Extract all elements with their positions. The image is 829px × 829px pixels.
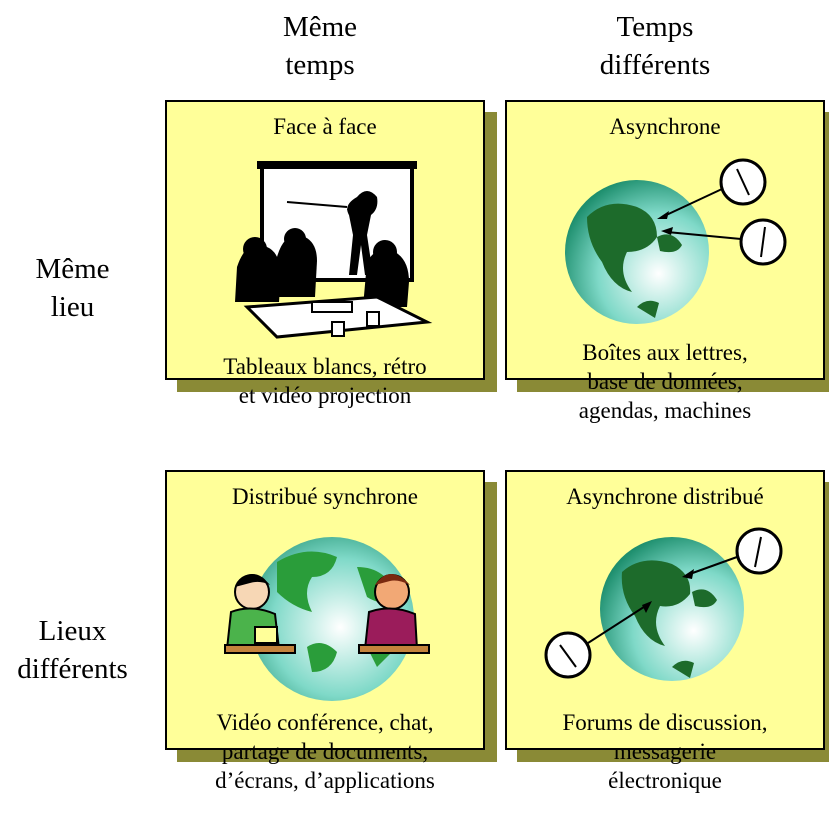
- column-header-line1: Même: [282, 11, 358, 43]
- description-line: partage de documents,: [221, 739, 429, 764]
- description-line: Vidéo conférence, chat,: [216, 710, 434, 735]
- column-header-line2: temps: [285, 49, 355, 81]
- description-line: Boîtes aux lettres,: [582, 340, 748, 365]
- description-line: messagerie: [613, 739, 717, 764]
- quadrant-title: Face à face: [273, 114, 377, 139]
- description-line: d’écrans, d’applications: [215, 768, 435, 793]
- quadrant-title: Asynchrone distribué: [566, 484, 764, 509]
- quadrant-title: Asynchrone: [609, 114, 721, 139]
- quadrant-distributed-synchronous: Distribué synchrone Vidéo conférence, ch…: [165, 470, 485, 793]
- row-header-line2: différents: [17, 653, 128, 685]
- description-line: Forums de discussion,: [562, 710, 768, 735]
- quadrant-description: Vidéo conférence, chat, partage de docum…: [167, 708, 483, 795]
- globe-with-clocks-illustration: [544, 527, 783, 681]
- quadrant-face-to-face: Face à face Tableaux blancs, rétro et vi…: [165, 100, 485, 408]
- row-header-same-place: Même lieu: [0, 250, 145, 326]
- column-header-line1: Temps: [616, 11, 694, 43]
- quadrant-description: Boîtes aux lettres, base de données, age…: [507, 338, 823, 425]
- quadrant-description: Tableaux blancs, rétro et vidéo projecti…: [167, 352, 483, 410]
- quadrant-description: Forums de discussion, messagerie électro…: [507, 708, 823, 795]
- description-line: base de données,: [587, 369, 743, 394]
- row-header-line1: Lieux: [38, 615, 107, 647]
- column-header-line2: différents: [599, 49, 711, 81]
- row-header-different-places: Lieux différents: [0, 612, 145, 688]
- description-line: agendas, machines: [578, 398, 752, 423]
- quadrant-title: Distribué synchrone: [232, 484, 418, 509]
- meeting-presentation-illustration: [235, 161, 433, 339]
- description-line: et vidéo projection: [238, 383, 412, 408]
- row-header-line2: lieu: [50, 291, 95, 323]
- description-line: électronique: [608, 768, 722, 793]
- column-header-same-time: Même temps: [220, 8, 420, 84]
- description-line: Tableaux blancs, rétro: [223, 354, 427, 379]
- row-header-line1: Même: [35, 253, 110, 285]
- quadrant-asynchronous: Asynchrone Boîtes aux lettres, base de d…: [505, 100, 825, 423]
- globe-with-people-on-phone-illustration: [224, 537, 430, 701]
- column-header-different-time: Temps différents: [555, 8, 755, 84]
- globe-with-clocks-illustration: [565, 158, 787, 324]
- quadrant-asynchronous-distributed: Asynchrone distribué Forums de discussio…: [505, 470, 825, 793]
